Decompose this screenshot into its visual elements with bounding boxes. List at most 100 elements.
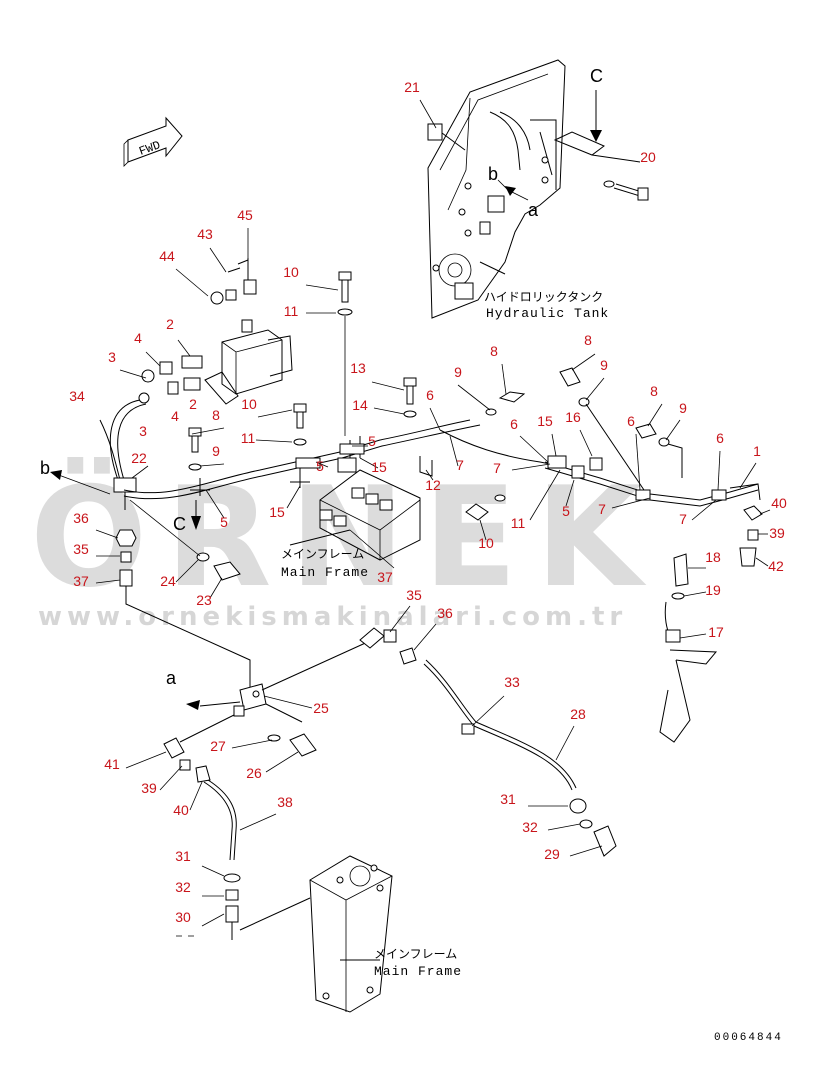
part-callout-26: 26 — [246, 765, 262, 781]
hydraulic-tank-bracket — [427, 59, 566, 319]
part-callout-7: 7 — [493, 460, 501, 476]
part-callout-5: 5 — [562, 503, 570, 519]
part-callout-1: 1 — [753, 443, 761, 459]
part-callout-43: 43 — [197, 226, 213, 242]
view-letter-c-left: C — [173, 514, 186, 534]
part-callout-8: 8 — [490, 343, 498, 359]
part-callout-35: 35 — [406, 587, 422, 603]
part-callout-8: 8 — [650, 383, 658, 399]
part-callout-4: 4 — [171, 408, 179, 424]
main-frame-center — [289, 469, 421, 561]
hydraulic-tank-label-jp: ハイドロリックタンク — [484, 290, 603, 304]
part-callout-4: 4 — [134, 330, 142, 346]
part-callout-33: 33 — [504, 674, 520, 690]
part-callout-40: 40 — [173, 802, 189, 818]
bracket-20 — [553, 90, 649, 201]
part-callout-10: 10 — [283, 264, 299, 280]
part-callout-41: 41 — [104, 756, 120, 772]
part-callout-14: 14 — [352, 397, 368, 413]
fittings-left — [115, 529, 251, 690]
part-callout-13: 13 — [350, 360, 366, 376]
part-callout-2: 2 — [166, 316, 174, 332]
part-callout-34: 34 — [69, 388, 85, 404]
part-callout-28: 28 — [570, 706, 586, 722]
part-callout-16: 16 — [565, 409, 581, 425]
watermark-url: www.ornekismakinalari.com.tr — [38, 602, 627, 632]
part-callout-21: 21 — [404, 79, 420, 95]
part-callout-36: 36 — [73, 510, 89, 526]
part-callout-8: 8 — [212, 407, 220, 423]
part-callout-22: 22 — [131, 450, 147, 466]
part-callout-39: 39 — [141, 780, 157, 796]
part-callout-11: 11 — [511, 515, 526, 531]
part-callout-8: 8 — [584, 332, 592, 348]
part-callout-18: 18 — [705, 549, 721, 565]
hydraulic-tank-label-en: Hydraulic Tank — [486, 306, 609, 321]
fwd-arrow-icon: FWD — [123, 116, 183, 167]
part-callout-19: 19 — [705, 582, 721, 598]
part-callout-6: 6 — [426, 387, 434, 403]
part-callout-40: 40 — [771, 495, 787, 511]
bolts — [129, 271, 689, 757]
main-frame-label-en-2: Main Frame — [374, 964, 462, 979]
part-callout-30: 30 — [175, 909, 191, 925]
fwd-label: FWD — [137, 138, 162, 159]
part-callout-6: 6 — [716, 430, 724, 446]
part-callout-24: 24 — [160, 573, 176, 589]
hose-33-28 — [359, 627, 617, 857]
part-callout-9: 9 — [600, 357, 608, 373]
part-callout-15: 15 — [269, 504, 285, 520]
view-letter-c-top: C — [590, 66, 603, 86]
part-callout-15: 15 — [537, 413, 553, 429]
part-callout-10: 10 — [241, 396, 257, 412]
part-callout-20: 20 — [640, 149, 656, 165]
junction-block-25 — [179, 639, 373, 743]
part-callout-29: 29 — [544, 846, 560, 862]
part-callout-31: 31 — [175, 848, 191, 864]
part-callout-5: 5 — [316, 458, 324, 474]
part-callout-35: 35 — [73, 541, 89, 557]
part-callout-11: 11 — [241, 430, 256, 446]
part-callout-44: 44 — [159, 248, 175, 264]
part-callout-9: 9 — [679, 400, 687, 416]
part-callout-7: 7 — [456, 457, 464, 473]
part-callout-3: 3 — [139, 423, 147, 439]
fittings-right — [739, 505, 763, 567]
solenoid-valve — [204, 258, 293, 405]
part-callout-2: 2 — [189, 396, 197, 412]
view-letter-b-top: b — [488, 164, 498, 184]
main-frame-label-jp-2: メインフレーム — [374, 947, 457, 961]
part-callout-7: 7 — [679, 511, 687, 527]
part-callout-32: 32 — [175, 879, 191, 895]
part-callout-5: 5 — [220, 514, 228, 530]
part-callout-27: 27 — [210, 738, 226, 754]
main-frame-bottom — [309, 855, 393, 1013]
view-arrows — [50, 179, 529, 495]
part-callout-11: 11 — [284, 303, 299, 319]
part-callout-32: 32 — [522, 819, 538, 835]
fittings-2-3-4 — [138, 355, 203, 404]
main-frame-label-en-1: Main Frame — [281, 565, 369, 580]
diagram-labels: ハイドロリックタンク Hydraulic Tank メインフレーム Main F… — [40, 66, 783, 1044]
part-callout-9: 9 — [212, 443, 220, 459]
document-number: 00064844 — [714, 1032, 783, 1044]
main-frame-label-jp-1: メインフレーム — [281, 547, 364, 561]
view-letter-b-left: b — [40, 458, 50, 478]
part-callout-5: 5 — [368, 433, 376, 449]
part-callout-39: 39 — [769, 525, 785, 541]
part-callout-37: 37 — [377, 569, 393, 585]
hose-bundle-34 — [99, 399, 147, 510]
part-callout-38: 38 — [277, 794, 293, 810]
part-callout-25: 25 — [313, 700, 329, 716]
part-callout-9: 9 — [454, 364, 462, 380]
part-callout-7: 7 — [598, 501, 606, 517]
part-callout-42: 42 — [768, 558, 784, 574]
part-callout-3: 3 — [108, 349, 116, 365]
part-callout-6: 6 — [510, 416, 518, 432]
view-letter-a-top: a — [528, 200, 539, 220]
hose-38 — [163, 737, 311, 940]
part-callout-12: 12 — [425, 477, 441, 493]
part-callout-10: 10 — [478, 535, 494, 551]
part-callout-31: 31 — [500, 791, 516, 807]
